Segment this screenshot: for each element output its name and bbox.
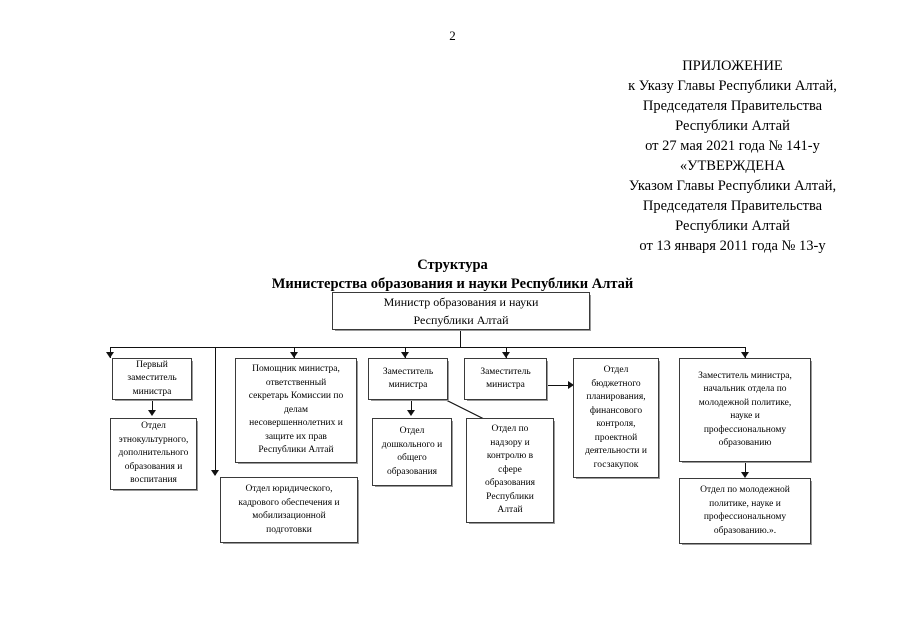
arrow-down-icon (401, 352, 409, 358)
node-dept-budget-label: Отдел бюджетного планирования, финансово… (585, 365, 647, 470)
arrow-down-icon (741, 472, 749, 478)
node-deputy-youth-label: Заместитель министра, начальник отдела п… (698, 370, 792, 449)
node-deputy-3[interactable]: Заместитель министра (464, 358, 547, 400)
arrow-down-icon (290, 352, 298, 358)
node-dept-preschool-label: Отдел дошкольного и общего образования (381, 426, 443, 477)
node-dept-budget[interactable]: Отдел бюджетного планирования, финансово… (573, 358, 659, 478)
node-dept-supervision-label: Отдел по надзору и контролю в сфере обра… (484, 424, 536, 516)
connector-deputy2-preschool (411, 400, 412, 412)
node-dept-preschool[interactable]: Отдел дошкольного и общего образования (372, 418, 452, 486)
connector-firstdeputy-ethno (152, 400, 153, 412)
arrow-down-icon (407, 410, 415, 416)
connector-minister-stem (460, 330, 461, 347)
node-deputy-3-label: Заместитель министра (480, 366, 531, 391)
arrow-down-icon (741, 352, 749, 358)
node-deputy-youth[interactable]: Заместитель министра, начальник отдела п… (679, 358, 811, 462)
node-dept-youth-label: Отдел по молодежной политике, науке и пр… (700, 485, 790, 536)
node-deputy-2[interactable]: Заместитель министра (368, 358, 448, 400)
arrow-down-icon (106, 352, 114, 358)
node-minister-label: Министр образования и науки Республики А… (383, 295, 539, 327)
node-dept-ethno-label: Отдел этнокультурного, дополнительного о… (118, 421, 189, 486)
arrow-down-icon (502, 352, 510, 358)
node-assistant[interactable]: Помощник министра, ответственный секрета… (235, 358, 357, 463)
approved-heading: «УТВЕРЖДЕНА Указом Главы Республики Алта… (628, 158, 837, 254)
arrow-down-icon (148, 410, 156, 416)
node-dept-ethno[interactable]: Отдел этнокультурного, дополнительного о… (110, 418, 197, 490)
connector-main-bus (110, 347, 746, 348)
node-minister[interactable]: Министр образования и науки Республики А… (332, 292, 590, 330)
diagram-title: Структура Министерства образования и нау… (271, 257, 634, 292)
node-dept-supervision[interactable]: Отдел по надзору и контролю в сфере обра… (466, 418, 554, 523)
arrow-down-icon (211, 470, 219, 476)
node-dept-legal-label: Отдел юридического, кадрового обеспечени… (238, 484, 340, 535)
connector-deputyyouth-deptyouth (745, 462, 746, 474)
arrow-right-icon (568, 381, 574, 389)
page-number: 2 (449, 28, 456, 43)
connector-drop-legal (215, 347, 216, 475)
appendix-heading: ПРИЛОЖЕНИЕ к Указу Главы Республики Алта… (628, 58, 837, 154)
node-first-deputy-label: Первый заместитель министра (127, 359, 177, 397)
node-dept-legal[interactable]: Отдел юридического, кадрового обеспечени… (220, 477, 358, 543)
connector-deputy3-budget (547, 385, 572, 386)
node-dept-youth[interactable]: Отдел по молодежной политике, науке и пр… (679, 478, 811, 544)
node-first-deputy[interactable]: Первый заместитель министра (112, 358, 192, 400)
node-deputy-2-label: Заместитель министра (382, 366, 434, 391)
node-assistant-label: Помощник министра, ответственный секрета… (248, 364, 344, 456)
